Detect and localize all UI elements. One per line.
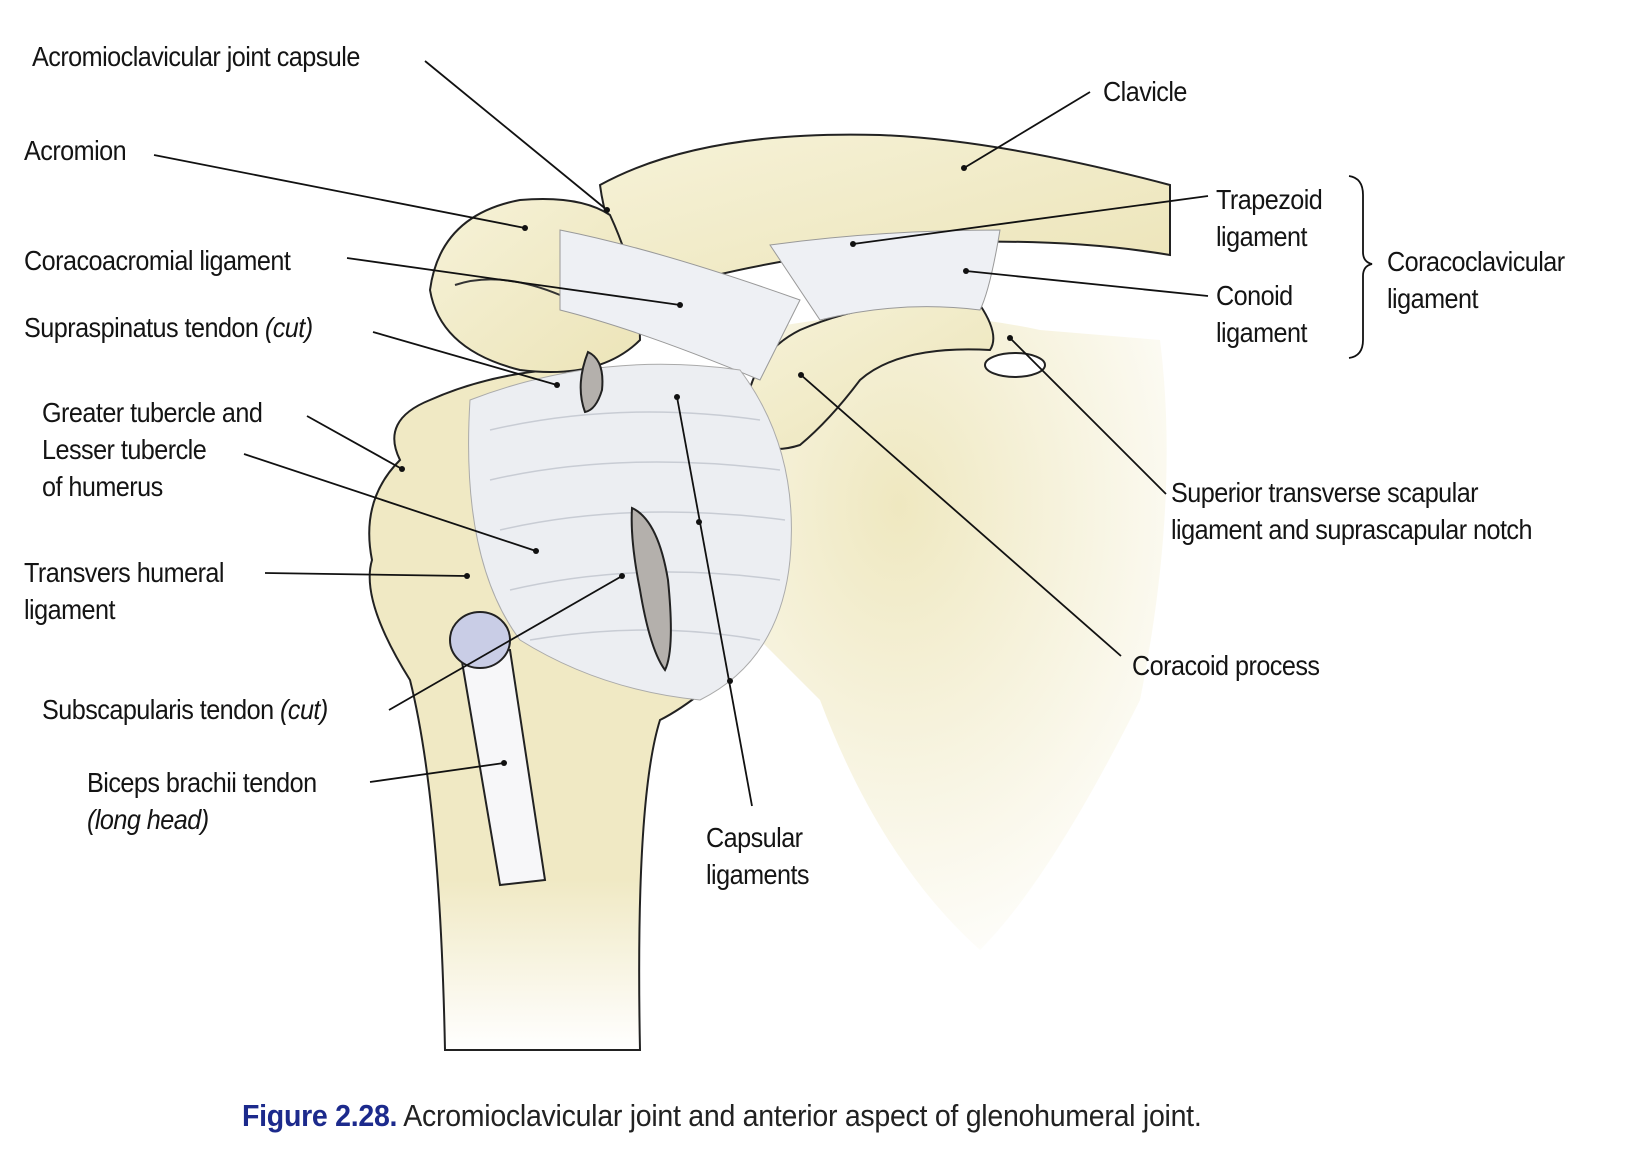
label-line: Conoid: [1216, 280, 1293, 311]
label-line: of humerus: [42, 471, 163, 502]
label-note: (cut): [280, 694, 328, 725]
label-coracoid-process: Coracoid process: [1132, 650, 1320, 681]
label-line: Transvers humeral: [24, 557, 224, 588]
label-acromion: Acromion: [24, 135, 127, 166]
label-line: Capsular: [706, 822, 803, 853]
label-coracoacromial-ligament: Coracoacromial ligament: [24, 245, 291, 276]
label-line: ligament: [1387, 283, 1478, 314]
label-line: Greater tubercle and: [42, 397, 263, 428]
scapula: [720, 315, 1167, 950]
coracoclavicular-ligament: [769, 229, 1001, 321]
label-line: Superior transverse scapular: [1171, 477, 1479, 508]
label-subscapularis-tendon: Subscapularis tendon (cut): [42, 691, 328, 728]
subscapularis-tendon-cut: [630, 506, 672, 672]
label-ac-joint-capsule: Acromioclavicular joint capsule: [32, 41, 360, 72]
leader-lines: [153, 60, 1373, 807]
label-line: ligament: [1216, 221, 1307, 252]
label-text: Subscapularis tendon: [42, 694, 274, 725]
label-line: (long head): [87, 804, 209, 835]
label-line: ligament and suprascapular notch: [1171, 514, 1532, 545]
label-coracoclavicular-ligament: Coracoclavicular ligament: [1387, 243, 1565, 317]
label-trapezoid-ligament: Trapezoid ligament: [1216, 181, 1323, 255]
label-line: Lesser tubercle: [42, 434, 207, 465]
label-line: ligament: [24, 594, 115, 625]
label-capsular-ligaments: Capsular ligaments: [706, 819, 810, 893]
label-conoid-ligament: Conoid ligament: [1216, 277, 1307, 351]
label-line: Trapezoid: [1216, 184, 1323, 215]
label-tubercles: Greater tubercle and Lesser tubercle of …: [42, 394, 263, 505]
label-line: Coracoclavicular: [1387, 246, 1565, 277]
joint-capsule: [468, 363, 792, 701]
label-line: ligaments: [706, 859, 810, 890]
label-supraspinatus-tendon: Supraspinatus tendon (cut): [24, 309, 313, 346]
label-superior-transverse-scapular-ligament: Superior transverse scapular ligament an…: [1171, 474, 1532, 548]
label-note: (cut): [264, 312, 313, 343]
label-line: Biceps brachii tendon: [87, 767, 317, 798]
label-text: Supraspinatus tendon: [24, 312, 259, 343]
label-line: ligament: [1216, 317, 1307, 348]
label-biceps-brachii-tendon: Biceps brachii tendon (long head): [87, 764, 317, 838]
label-transverse-humeral-ligament: Transvers humeral ligament: [24, 554, 224, 628]
caption-text: Acromioclavicular joint and anterior asp…: [397, 1098, 1202, 1133]
label-clavicle: Clavicle: [1103, 76, 1187, 107]
figure-caption: Figure 2.28. Acromioclavicular joint and…: [242, 1098, 1202, 1134]
supraspinatus-tendon-cut: [579, 350, 604, 414]
figure-number: Figure 2.28.: [242, 1098, 398, 1133]
coracoid-process: [743, 301, 995, 450]
